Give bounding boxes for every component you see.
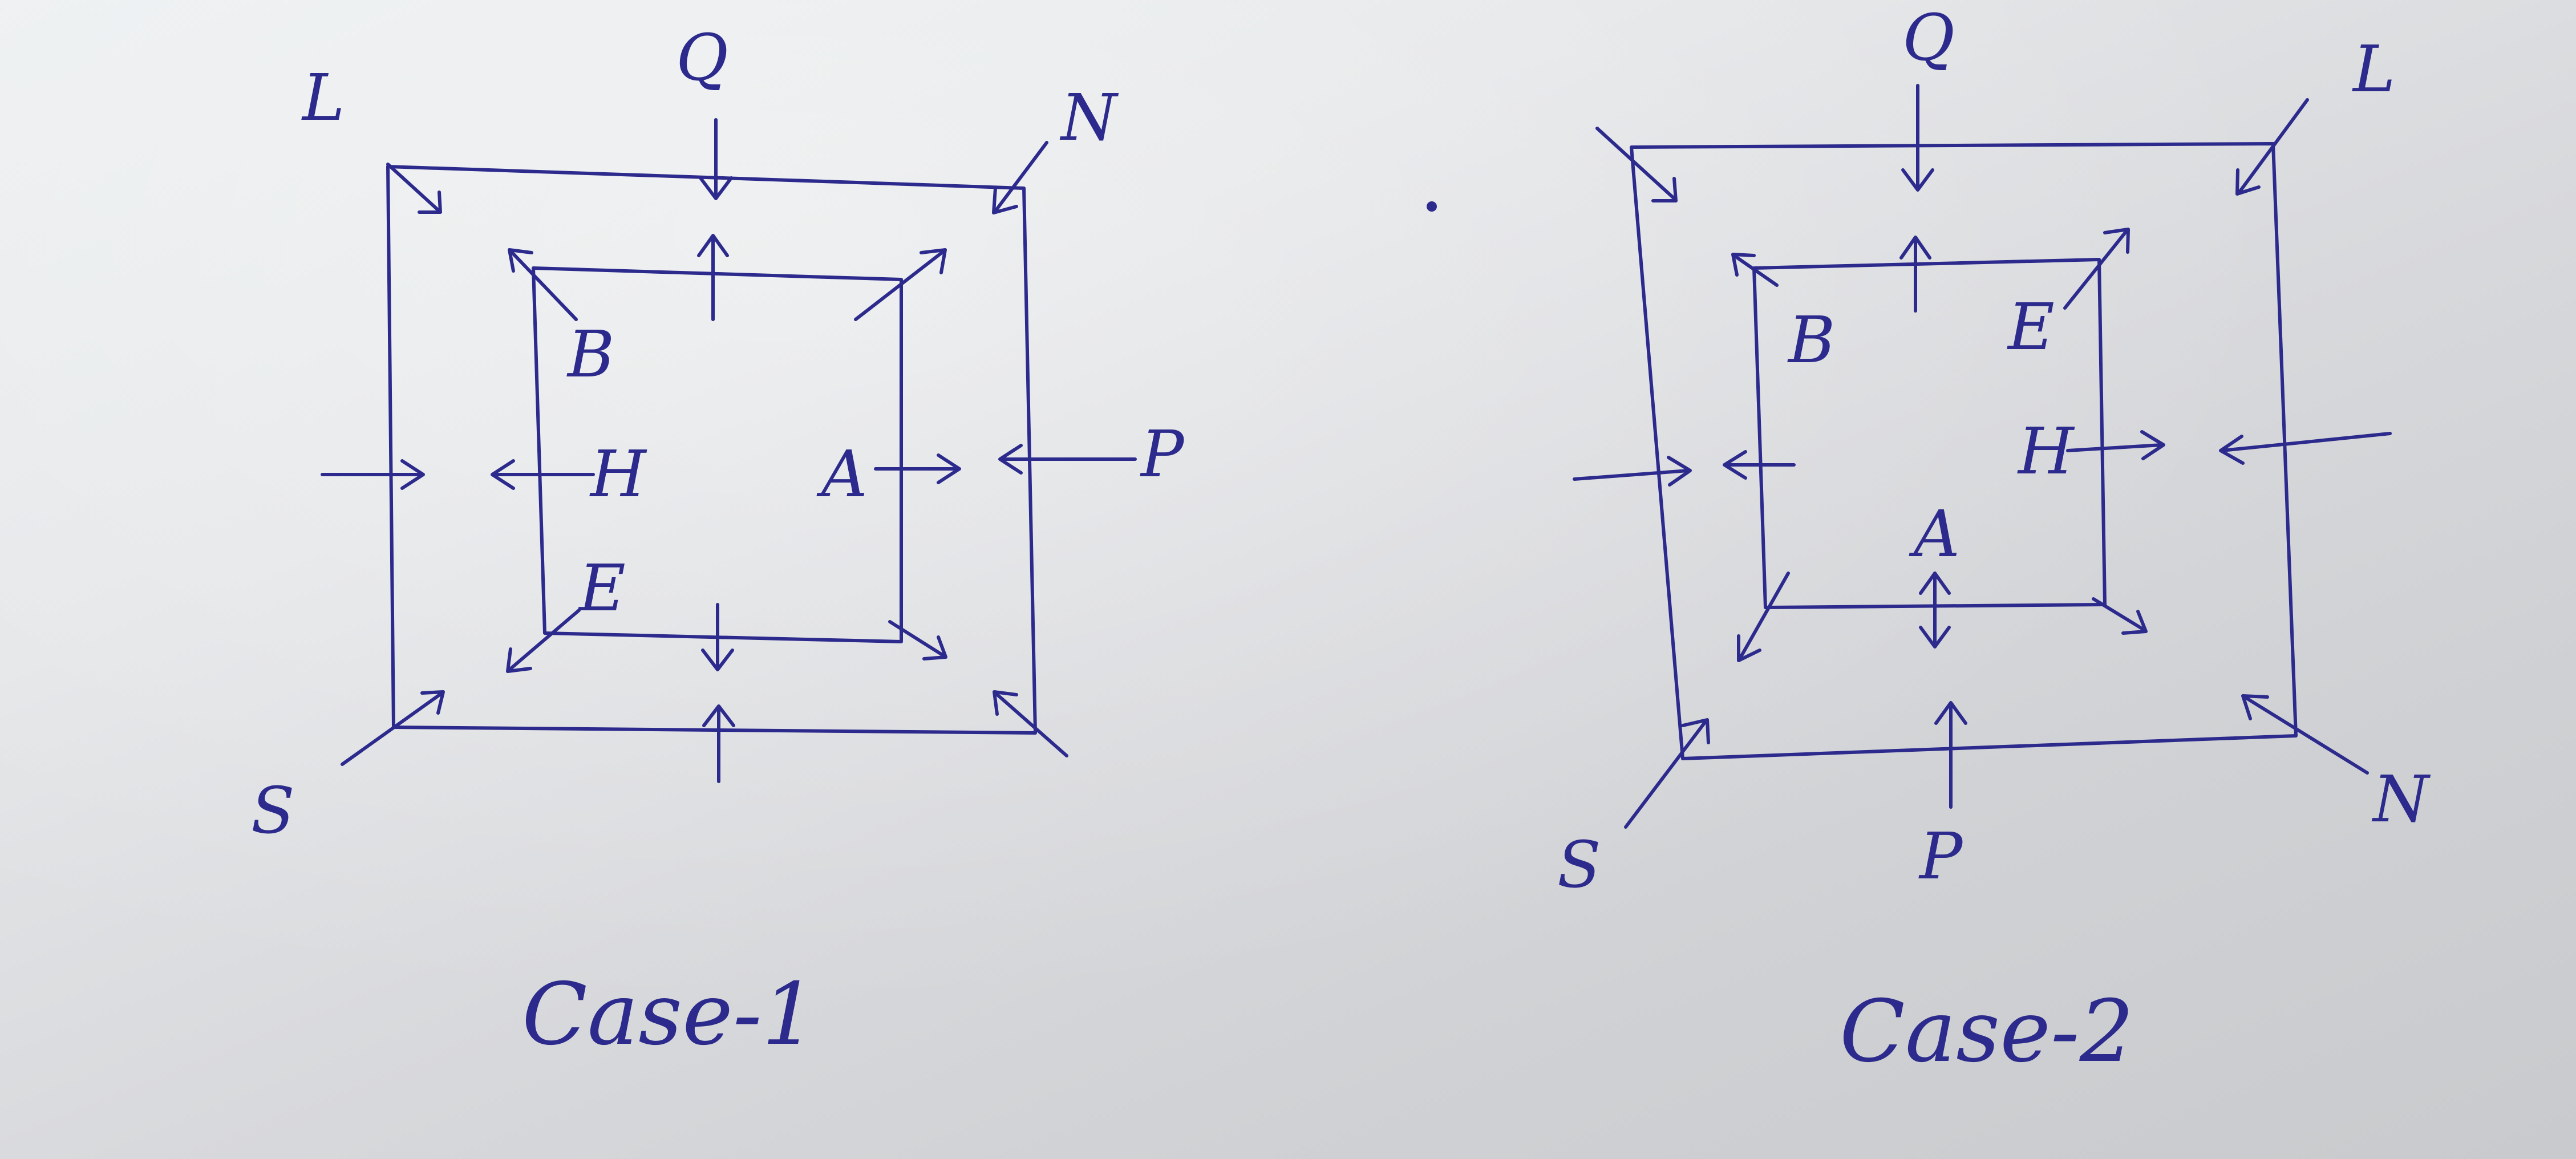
case-2-label-bottom: P [1918,820,1963,894]
case-1-label-inner-bottom-left: E [578,552,626,626]
case-2-label-bottom-left: S [1557,828,1601,902]
case-1-label-inner-top-left: B [566,318,614,392]
ink-dot [1427,201,1437,212]
case-2-label-top: Q [1902,1,1955,75]
case-1-diagram: Q L N P S B H A E Case-1 [251,21,1185,1064]
case-1-label-left-top: L [301,61,345,135]
case-2-diagram: Q L N P S B E H A Case-2 [1557,1,2431,1081]
case-2-caption: Case-2 [1840,982,2134,1081]
case-2-outer-square [1630,142,2298,760]
case-2-arrows [1573,84,2392,829]
case-1-label-right-top: N [1059,81,1119,155]
case-1-inner-square [532,266,903,643]
case-2-label-bottom-right: N [2371,763,2431,837]
case-2-label-inner-top-left: B [1787,303,1835,378]
case-1-outer-square [386,165,1037,735]
case-1-label-top: Q [676,21,728,95]
case-1-caption: Case-1 [522,965,816,1064]
case-1-arrows [321,118,1137,783]
case-2-label-right-top: L [2352,33,2395,107]
case-2-label-inner-top-right: E [2007,290,2055,364]
case-1-label-bottom-left: S [251,774,295,848]
case-2-label-inner-right: H [2017,415,2075,489]
case-1-label-inner-left: H [589,437,647,512]
case-1-label-inner-right: A [816,437,868,512]
case-1-label-right: P [1140,418,1185,492]
case-2-label-inner-center: A [1909,497,1960,572]
